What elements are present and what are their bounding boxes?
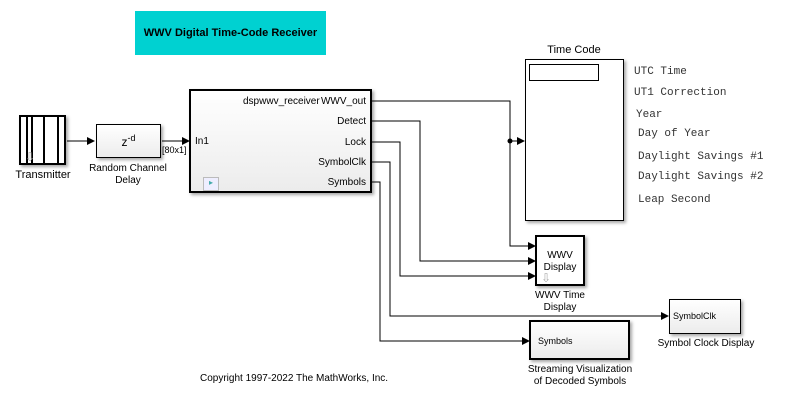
branch-point (507, 138, 513, 144)
time-code-display[interactable] (525, 59, 624, 221)
subsystem-link-icon[interactable]: ▸ (203, 177, 219, 191)
model-title-banner[interactable]: WWV Digital Time-Code Receiver (135, 11, 326, 55)
receiver-name: dspwwv_receiver (243, 96, 320, 107)
port-detect: Detect (337, 116, 366, 127)
field-day-of-year: Day of Year (638, 128, 711, 140)
symbol-clock-port: SymbolClk (673, 311, 717, 321)
symbol-clock-display[interactable]: SymbolClk (669, 299, 741, 334)
signal-dimension: [80x1] (162, 145, 187, 155)
wire-detect (372, 120, 536, 265)
field-daylight-savings-2: Daylight Savings #2 (638, 171, 764, 183)
field-year: Year (636, 109, 663, 121)
wire-wwv-out-display (509, 141, 536, 250)
port-lock: Lock (344, 137, 366, 148)
down-arrow-icon: ⇩ (541, 271, 552, 285)
wire-symbols (372, 181, 530, 345)
streaming-port: Symbols (538, 336, 573, 346)
field-utc-time: UTC Time (634, 66, 687, 78)
time-code-value-field (529, 64, 599, 81)
streaming-visualization-block[interactable]: Symbols (529, 320, 630, 360)
field-leap-second: Leap Second (638, 194, 711, 206)
delay-block[interactable]: z-d (96, 124, 161, 158)
port-wwv-out: WWV_out (320, 96, 366, 107)
port-in1: In1 (195, 136, 209, 147)
time-code-label: Time Code (547, 44, 601, 56)
delay-exponent: -d (127, 133, 136, 143)
field-daylight-savings-1: Daylight Savings #1 (638, 151, 764, 163)
copyright-notice: Copyright 1997-2022 The MathWorks, Inc. (200, 373, 389, 384)
symbol-clock-label: Symbol Clock Display (657, 338, 755, 349)
port-symbolclk: SymbolClk (318, 157, 366, 168)
delay-symbol: z (121, 135, 128, 149)
wire-symbolclk (372, 161, 669, 320)
field-ut1-correction: UT1 Correction (634, 87, 727, 99)
wire-wwv-out-timecode (372, 100, 525, 145)
port-symbols: Symbols (327, 177, 366, 188)
receiver-subsystem[interactable]: dspwwv_receiver In1 WWV_out Detect Lock … (189, 89, 372, 193)
wire-lock (372, 141, 536, 280)
transmitter-label: Transmitter (15, 169, 71, 181)
transmitter-block[interactable]: ⇩ (19, 115, 66, 165)
down-arrow-icon: ⇩ (25, 150, 36, 164)
